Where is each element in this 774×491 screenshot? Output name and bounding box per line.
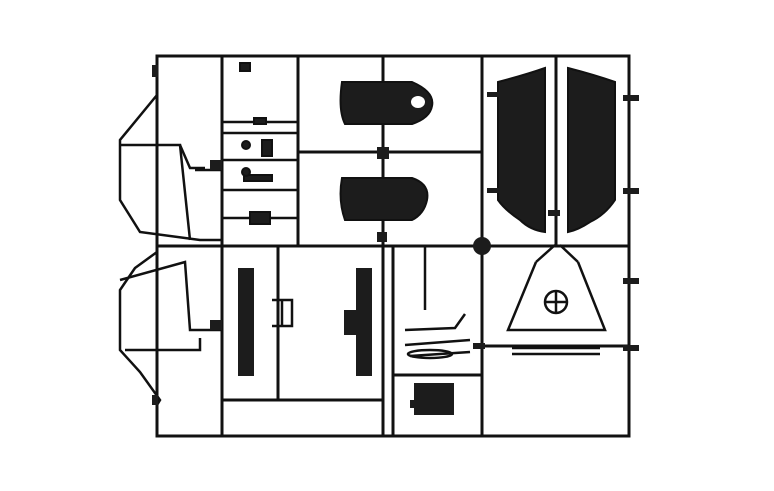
door-panel-right	[567, 66, 616, 234]
small-part-icon	[239, 62, 251, 72]
box-part-icon	[414, 383, 454, 415]
seat-icon	[339, 177, 429, 221]
rail-icon	[344, 268, 372, 376]
door-panel-icon	[497, 66, 546, 234]
small-part-icon	[241, 167, 251, 177]
pedal-part	[404, 246, 471, 360]
gate-knob	[473, 237, 491, 255]
small-part-icon	[243, 174, 273, 182]
battery-box	[410, 383, 454, 415]
seat-upper	[339, 81, 434, 125]
chassis-rail-left	[238, 268, 254, 376]
small-part-icon	[261, 139, 273, 157]
pedal-icon	[404, 313, 467, 332]
door-panel-left	[497, 66, 546, 234]
door-panel-icon	[567, 66, 616, 234]
sprue-gate	[377, 232, 387, 242]
sprue-gate	[377, 147, 389, 159]
small-part-icon	[249, 211, 271, 225]
steering-wheel-assembly	[506, 244, 607, 356]
seat-lower	[339, 177, 429, 221]
small-parts-center	[272, 298, 294, 328]
small-part-icon	[241, 140, 251, 150]
sprue-gates	[152, 65, 639, 405]
small-part-icon	[253, 117, 267, 125]
chassis-rail-right	[344, 268, 372, 376]
left-column-runners	[222, 120, 298, 220]
seat-icon	[339, 81, 434, 125]
small-parts-column	[239, 62, 273, 225]
front-fender-lower	[118, 250, 222, 406]
rail-icon	[238, 268, 254, 376]
front-fender-upper	[118, 94, 222, 242]
